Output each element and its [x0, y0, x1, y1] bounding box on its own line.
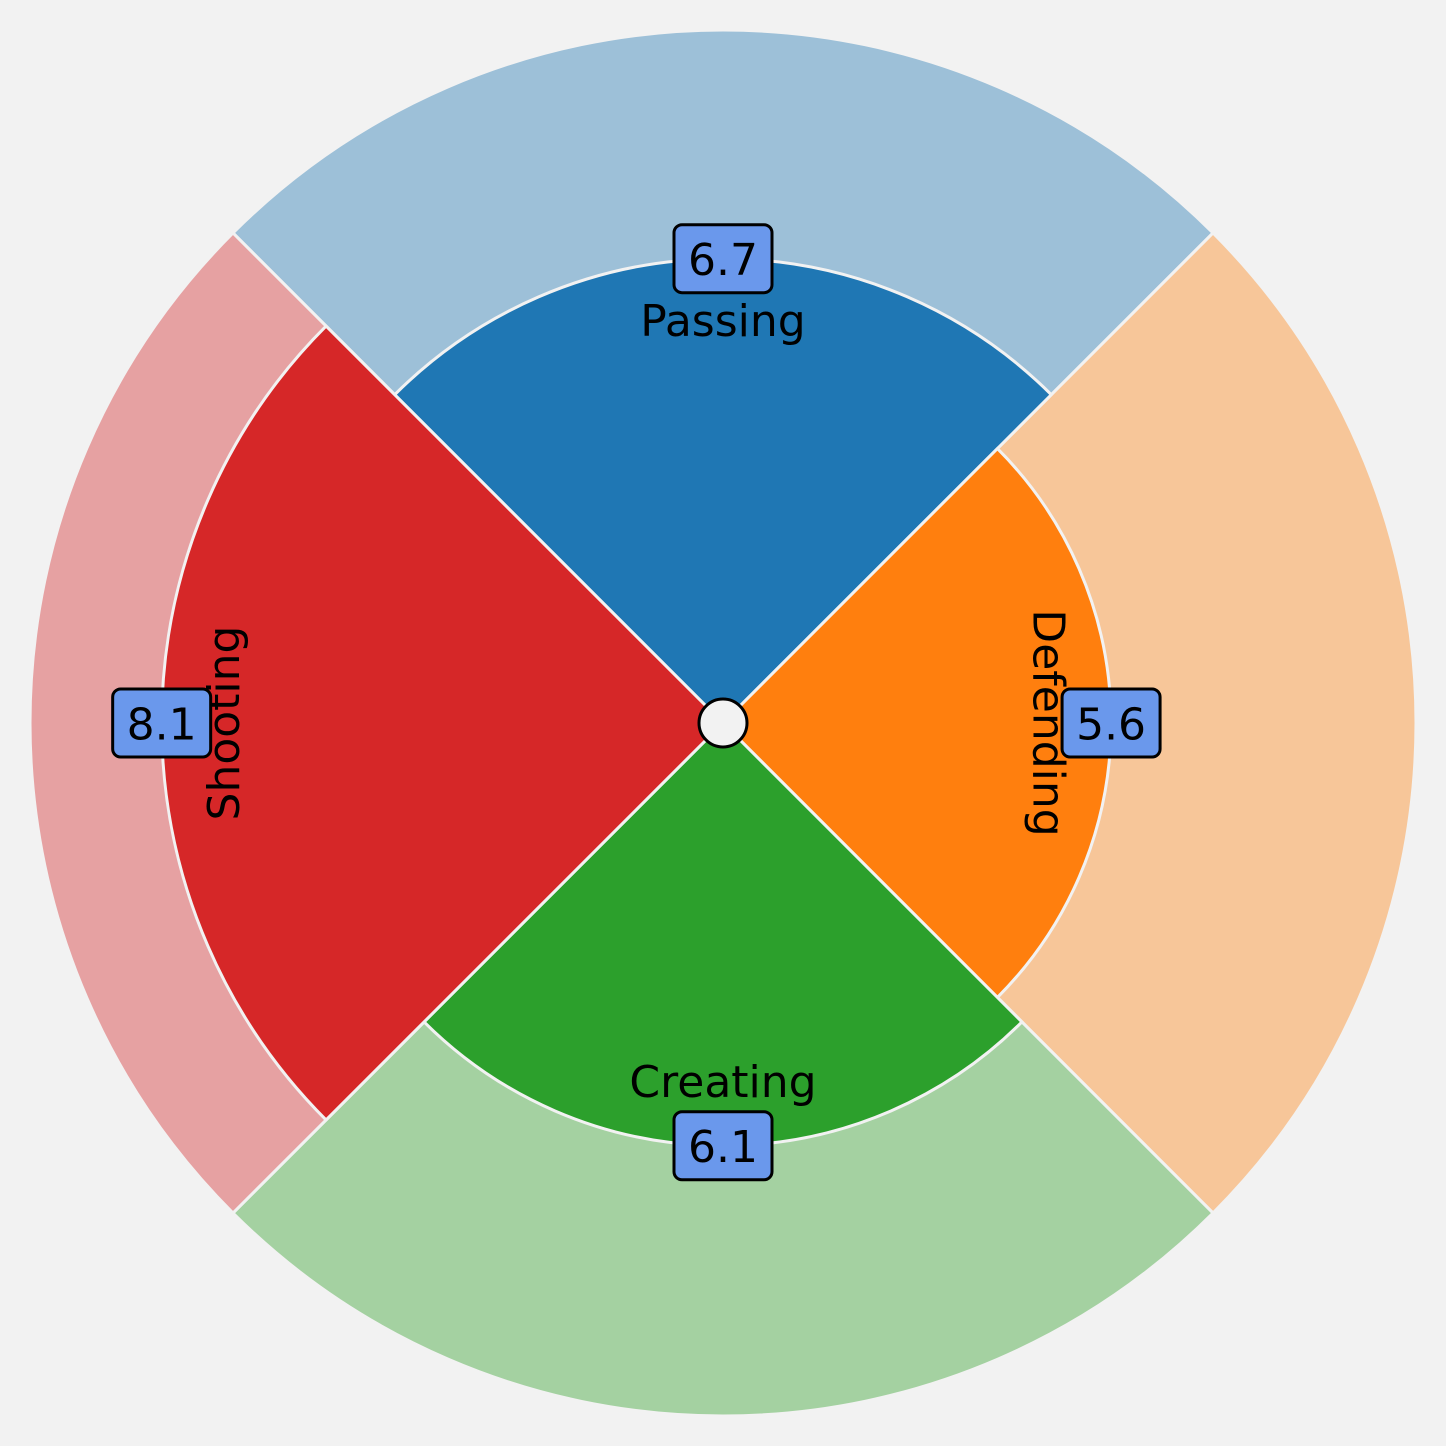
value-label-box-defending: [1060, 687, 1162, 759]
value-label-creating: 6.1: [672, 1110, 774, 1182]
value-label-defending: 5.6: [1060, 687, 1162, 759]
category-label-creating: Creating: [629, 1057, 816, 1108]
center-marker: [697, 697, 749, 749]
value-label-shooting: 8.1: [111, 687, 213, 759]
value-label-box-shooting: [111, 687, 213, 759]
value-label-passing: 6.7: [672, 223, 774, 295]
value-sectors: [160, 257, 1113, 1148]
value-label-text-passing: 6.7: [688, 235, 758, 286]
category-label-passing: Passing: [640, 296, 805, 347]
value-label-text-defending: 5.6: [1076, 700, 1146, 751]
value-label-box-creating: [672, 1110, 774, 1182]
value-label-box-passing: [672, 223, 774, 295]
value-label-text-creating: 6.1: [688, 1122, 758, 1173]
value-labels: 6.7 5.6 6.1 8.1: [111, 223, 1162, 1182]
value-label-text-shooting: 8.1: [127, 700, 197, 751]
